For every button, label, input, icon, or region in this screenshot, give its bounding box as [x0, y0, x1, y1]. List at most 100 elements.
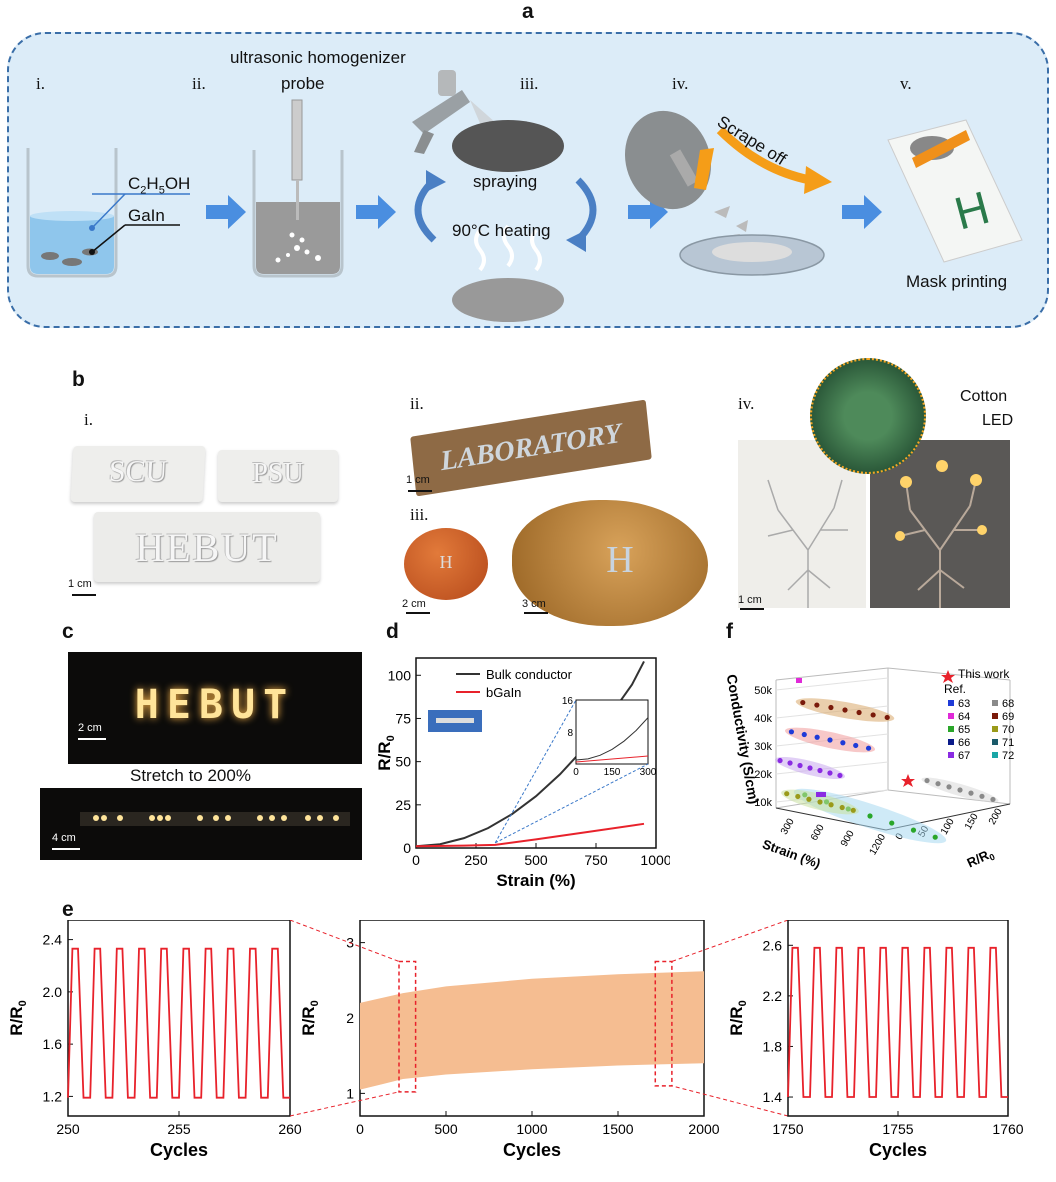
ref-point	[840, 740, 846, 746]
legend-label: 68	[1002, 698, 1014, 710]
inset-x-tick: 300	[640, 767, 657, 778]
y-axis-label: R/R0	[965, 845, 997, 872]
ref-point	[796, 678, 802, 683]
y-tick-label: 1.6	[43, 1036, 63, 1052]
ref-point	[814, 702, 820, 708]
x-axis-label: Cycles	[150, 1140, 208, 1160]
z-tick-label: 40k	[754, 713, 772, 725]
ref-point	[910, 827, 917, 833]
grid-line	[775, 677, 889, 691]
ref-point	[990, 796, 996, 803]
ref-point	[817, 767, 823, 774]
z-tick-label: 30k	[754, 741, 772, 753]
ref-point	[889, 820, 895, 826]
ref-point	[856, 709, 862, 716]
step-v-label: v.	[900, 74, 912, 93]
heating-plate-icon	[452, 224, 564, 322]
hebut-led-photo: HEBUT 2 cm	[68, 652, 362, 764]
z-tick-label: 50k	[754, 685, 772, 697]
y-tick-label: 2.2	[763, 988, 783, 1004]
cotton-label: Cotton	[960, 388, 1008, 405]
y-axis-label: R/R0	[299, 1000, 321, 1035]
scale-label: 3 cm	[522, 598, 546, 610]
ref-point	[884, 714, 890, 721]
ref-point	[842, 707, 848, 713]
panel-label-d: d	[386, 620, 399, 643]
ref-point	[816, 792, 826, 797]
y-tick-label: 2.6	[763, 937, 783, 953]
legend-swatch	[948, 713, 954, 719]
ref-point	[850, 807, 856, 813]
x-tick-label: 2000	[688, 1121, 719, 1137]
step-iii-label: iii.	[520, 74, 539, 93]
y-tick-label: 75	[395, 710, 411, 726]
legend-label: 63	[958, 698, 970, 710]
spraying-label: spraying	[473, 172, 538, 191]
led-label: LED	[982, 412, 1014, 429]
legend-label: This work	[958, 667, 1010, 681]
ref-point	[870, 712, 876, 718]
y-tick-label: 100	[939, 816, 957, 836]
panel-label-a: a	[522, 0, 534, 23]
spray-gun-icon	[412, 70, 564, 172]
y-tick-label: 1.8	[763, 1038, 783, 1054]
x-tick-label: 900	[839, 828, 857, 848]
inset-y-tick: 8	[567, 728, 573, 739]
legend-star	[941, 670, 955, 683]
zoom-line	[671, 1085, 789, 1117]
mask-print-icon	[887, 119, 1023, 263]
zoom-box-left	[398, 960, 417, 1093]
inset-y-tick: 16	[562, 696, 574, 707]
x-tick-label: 1000	[640, 852, 670, 868]
scale-label: 2 cm	[402, 598, 426, 610]
ref-point	[935, 781, 941, 787]
panel-label-b: b	[72, 368, 85, 391]
step-iv-label: iv.	[672, 74, 689, 93]
hebut-sample: HEBUT	[94, 512, 320, 582]
ref-point	[853, 742, 859, 749]
inset-guide	[494, 699, 649, 844]
x-tick-label: 1750	[772, 1121, 803, 1137]
legend-swatch	[992, 700, 998, 706]
ref-point	[837, 772, 843, 779]
scale-bar	[72, 594, 96, 596]
ref-point	[968, 790, 974, 796]
legend-swatch	[948, 700, 954, 706]
beaker-1-icon	[26, 148, 190, 278]
grid-edge	[775, 667, 889, 681]
z-tick-label: 20k	[754, 769, 772, 781]
ref-point	[795, 793, 801, 800]
ref-point	[784, 791, 790, 797]
y-tick-label: 0	[403, 840, 411, 856]
scu-sample: SCU	[70, 446, 206, 502]
legend-title: Ref.	[944, 682, 966, 696]
ref-point	[800, 699, 806, 706]
x-axis-label: Strain (%)	[496, 871, 575, 890]
e-left-signal	[67, 947, 290, 1099]
ref-point	[788, 729, 795, 735]
ref-point	[957, 787, 963, 793]
gain-label: GaIn	[128, 206, 165, 225]
process-illustration: H	[26, 70, 1023, 322]
y-axis-label: R/R0	[375, 735, 397, 770]
fabric-zoom-circle	[810, 358, 926, 474]
x-tick-label: 600	[809, 822, 827, 842]
legend-label: 66	[958, 737, 970, 749]
homogenizer-label: ultrasonic homogenizer	[230, 48, 406, 67]
x-axis-label: Cycles	[503, 1140, 561, 1160]
ref-point	[946, 784, 952, 790]
ref-point	[828, 704, 834, 711]
scale-bar	[408, 490, 432, 492]
ref-point	[827, 770, 833, 776]
probe-label: probe	[281, 74, 325, 93]
inset-bgain-line	[575, 755, 649, 763]
this-work-star	[901, 774, 915, 787]
legend-label: 70	[1002, 724, 1014, 736]
ref-point	[979, 793, 985, 799]
scale-bar	[406, 612, 430, 614]
psu-sample: PSU	[218, 450, 338, 502]
x-tick-label: 1755	[882, 1121, 913, 1137]
b-iii-label: iii.	[410, 505, 429, 524]
